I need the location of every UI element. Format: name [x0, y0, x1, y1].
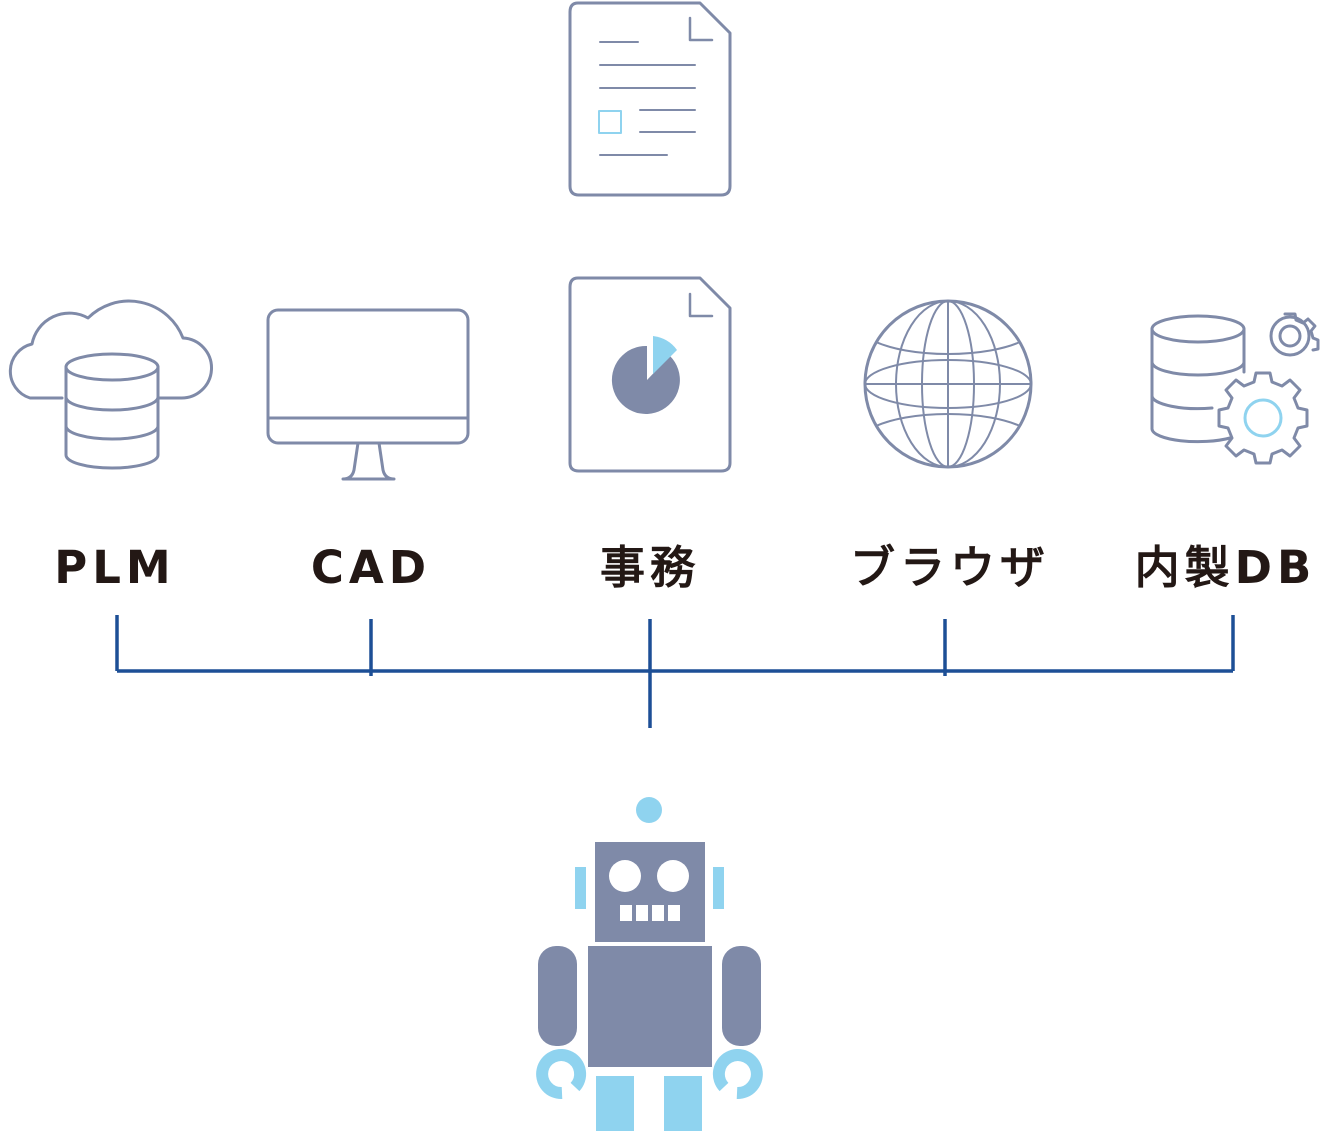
connector-lines: [115, 615, 1235, 728]
cloud-database-icon: [8, 299, 214, 470]
label-browser: ブラウザ: [849, 541, 1050, 594]
pie-chart-document-icon: [568, 276, 732, 473]
document-icon: [568, 1, 732, 197]
database-gear-icon: [1150, 312, 1320, 465]
label-internal-db: 内製DB: [1134, 541, 1317, 594]
label-plm: PLM: [54, 541, 176, 594]
label-office: 事務: [599, 541, 700, 594]
globe-icon: [863, 299, 1033, 469]
monitor-icon: [266, 308, 470, 481]
label-cad: CAD: [310, 541, 432, 594]
robot-icon: [536, 797, 763, 1131]
